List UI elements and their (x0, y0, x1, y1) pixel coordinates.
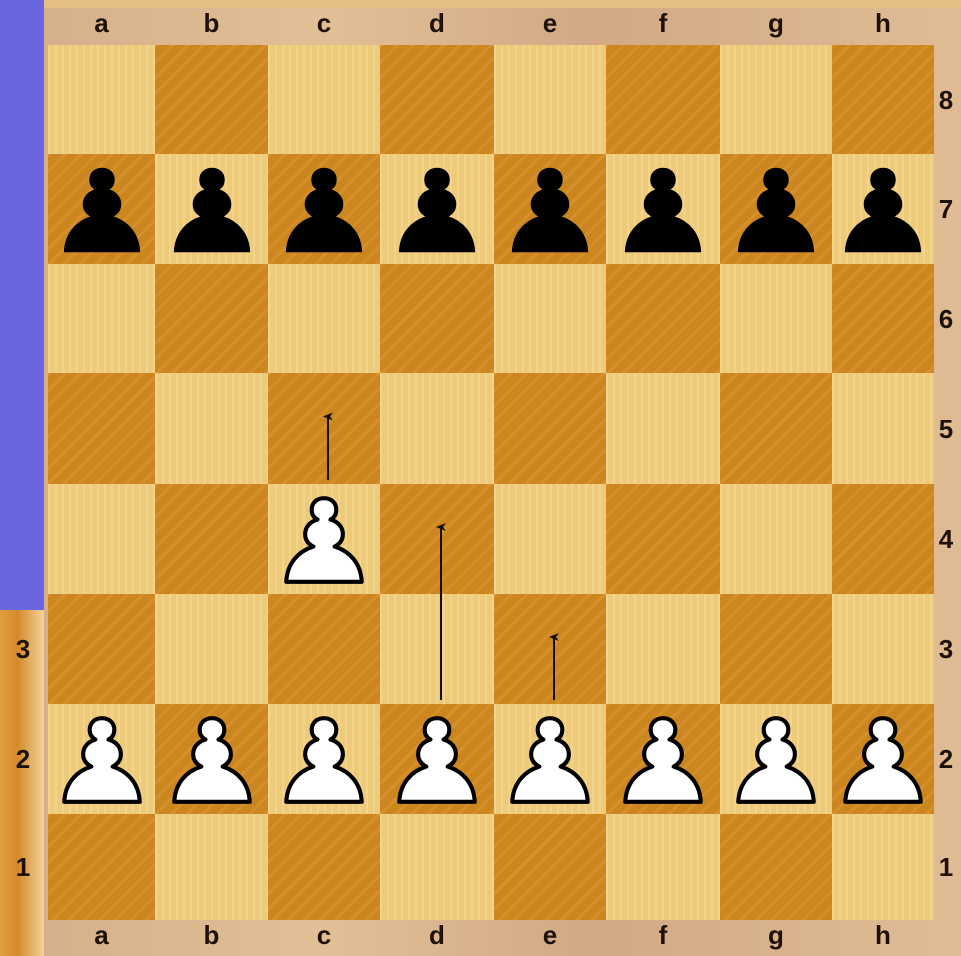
square-a3[interactable] (48, 594, 155, 704)
square-c3[interactable] (268, 594, 380, 704)
square-g6[interactable] (720, 264, 832, 373)
chess-board[interactable] (48, 45, 934, 920)
file-label-e-top: e (530, 8, 570, 38)
square-d1[interactable] (380, 814, 494, 920)
square-e3[interactable] (494, 594, 606, 704)
square-f8[interactable] (606, 45, 720, 154)
square-f3[interactable] (606, 594, 720, 704)
square-h3[interactable] (832, 594, 934, 704)
square-d5[interactable] (380, 373, 494, 484)
file-label-f-top: f (643, 8, 683, 38)
square-f5[interactable] (606, 373, 720, 484)
square-b1[interactable] (155, 814, 268, 920)
white-pawn-g2[interactable] (735, 708, 817, 812)
rank-label-4-right: 4 (931, 524, 961, 554)
rank-label-1-left: 1 (8, 852, 38, 882)
square-e6[interactable] (494, 264, 606, 373)
rank-label-2-right: 2 (931, 744, 961, 774)
file-label-g-top: g (756, 8, 796, 38)
file-label-a-bottom: a (82, 920, 122, 950)
black-pawn-a7[interactable] (61, 158, 143, 262)
black-pawn-h7[interactable] (842, 158, 924, 262)
file-label-b-bottom: b (192, 920, 232, 950)
file-label-h-bottom: h (863, 920, 903, 950)
rank-label-6-right: 6 (931, 304, 961, 334)
white-pawn-b2[interactable] (171, 708, 253, 812)
square-g8[interactable] (720, 45, 832, 154)
square-c6[interactable] (268, 264, 380, 373)
square-h8[interactable] (832, 45, 934, 154)
square-h6[interactable] (832, 264, 934, 373)
square-e1[interactable] (494, 814, 606, 920)
square-g5[interactable] (720, 373, 832, 484)
black-pawn-f7[interactable] (622, 158, 704, 262)
square-b6[interactable] (155, 264, 268, 373)
square-c1[interactable] (268, 814, 380, 920)
square-a6[interactable] (48, 264, 155, 373)
white-pawn-h2[interactable] (842, 708, 924, 812)
file-label-e-bottom: e (530, 920, 570, 950)
square-b5[interactable] (155, 373, 268, 484)
square-g3[interactable] (720, 594, 832, 704)
black-pawn-g7[interactable] (735, 158, 817, 262)
square-c5[interactable] (268, 373, 380, 484)
black-pawn-e7[interactable] (509, 158, 591, 262)
file-label-c-top: c (304, 8, 344, 38)
black-pawn-c7[interactable] (283, 158, 365, 262)
file-label-d-top: d (417, 8, 457, 38)
square-d3[interactable] (380, 594, 494, 704)
square-f6[interactable] (606, 264, 720, 373)
white-pawn-d2[interactable] (396, 708, 478, 812)
square-d4[interactable] (380, 484, 494, 594)
file-label-d-bottom: d (417, 920, 457, 950)
file-label-c-bottom: c (304, 920, 344, 950)
top-decor-strip (44, 0, 961, 8)
file-label-a-top: a (82, 8, 122, 38)
square-b4[interactable] (155, 484, 268, 594)
white-pawn-c2[interactable] (283, 708, 365, 812)
file-label-h-top: h (863, 8, 903, 38)
white-pawn-f2[interactable] (622, 708, 704, 812)
square-b3[interactable] (155, 594, 268, 704)
file-label-f-bottom: f (643, 920, 683, 950)
white-pawn-e2[interactable] (509, 708, 591, 812)
square-a4[interactable] (48, 484, 155, 594)
white-pawn-a2[interactable] (61, 708, 143, 812)
square-h1[interactable] (832, 814, 934, 920)
rank-label-3-left: 3 (8, 634, 38, 664)
rank-label-7-right: 7 (931, 194, 961, 224)
square-e4[interactable] (494, 484, 606, 594)
black-pawn-d7[interactable] (396, 158, 478, 262)
white-pawn-c4[interactable] (283, 488, 365, 592)
square-e8[interactable] (494, 45, 606, 154)
square-a8[interactable] (48, 45, 155, 154)
square-a5[interactable] (48, 373, 155, 484)
black-pawn-b7[interactable] (171, 158, 253, 262)
file-label-g-bottom: g (756, 920, 796, 950)
square-g4[interactable] (720, 484, 832, 594)
square-f4[interactable] (606, 484, 720, 594)
square-f1[interactable] (606, 814, 720, 920)
square-d6[interactable] (380, 264, 494, 373)
square-e5[interactable] (494, 373, 606, 484)
rank-label-5-right: 5 (931, 414, 961, 444)
square-g1[interactable] (720, 814, 832, 920)
left-panel (0, 0, 44, 610)
rank-label-2-left: 2 (8, 744, 38, 774)
rank-label-8-right: 8 (931, 85, 961, 115)
square-h5[interactable] (832, 373, 934, 484)
square-a1[interactable] (48, 814, 155, 920)
square-b8[interactable] (155, 45, 268, 154)
square-h4[interactable] (832, 484, 934, 594)
square-d8[interactable] (380, 45, 494, 154)
rank-label-1-right: 1 (931, 852, 961, 882)
square-c8[interactable] (268, 45, 380, 154)
file-label-b-top: b (192, 8, 232, 38)
rank-label-3-right: 3 (931, 634, 961, 664)
